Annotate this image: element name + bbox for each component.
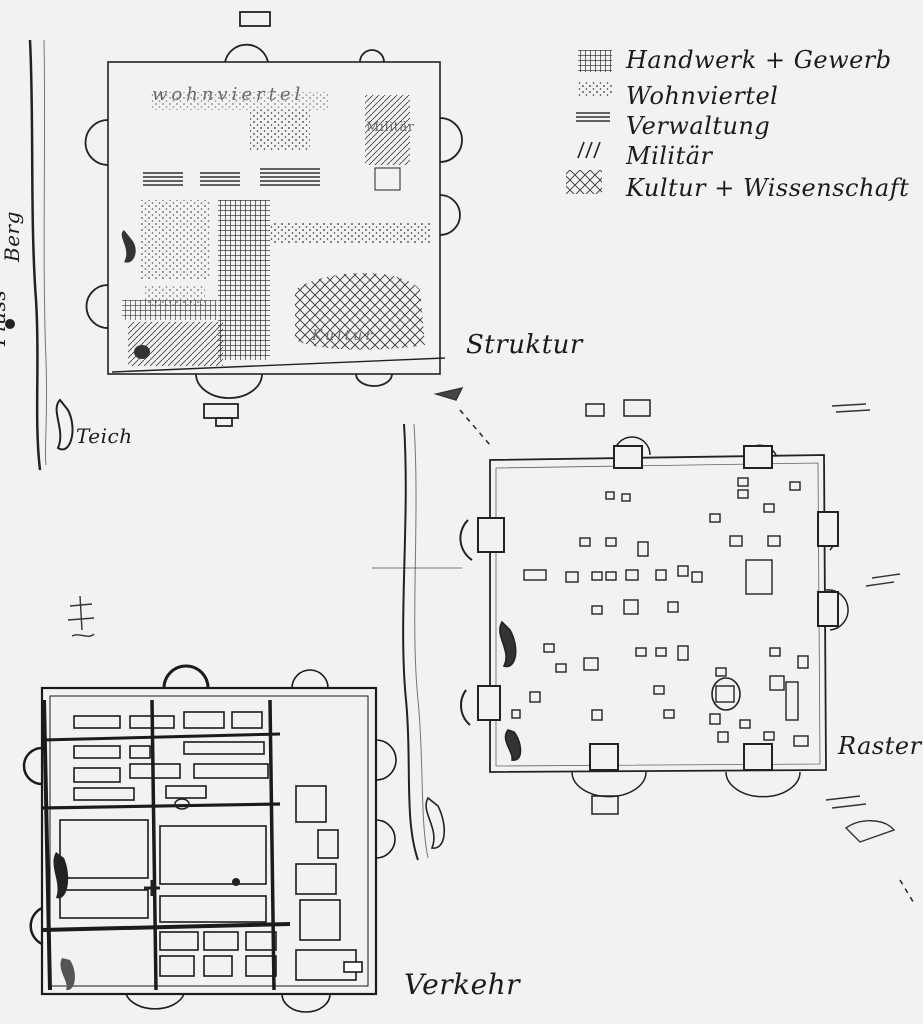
traffic-ponds [53, 798, 240, 991]
title-structure: Struktur [466, 330, 583, 360]
raster-plan [372, 399, 916, 906]
zones [5, 92, 430, 451]
small-glyph-sketch [67, 595, 95, 637]
title-traffic: Verkehr [404, 968, 521, 1001]
title-grid: Raster [838, 732, 922, 760]
edge-marks [433, 386, 901, 843]
legend-label-residential: Wohnviertel [626, 82, 779, 110]
legend-label-military: Militär [626, 142, 713, 170]
zone-label-military: Militär [366, 120, 415, 135]
raster-buildings [477, 445, 839, 771]
legend-label-administration: Verwaltung [626, 112, 771, 140]
zone-label-culture: Kultur [312, 328, 375, 344]
river-label-2: Berg [0, 211, 24, 262]
legend-label-crafts: Handwerk + Gewerb [626, 46, 892, 74]
river-line [28, 39, 42, 471]
traffic-plan [22, 664, 397, 1013]
river-label: Fluss [0, 289, 10, 346]
pond-label: Teich [76, 424, 133, 448]
zone-label-residential: wohnviertel [152, 84, 305, 105]
city-wall-1 [107, 61, 441, 375]
legend-label-culture: Kultur + Wissenschaft [626, 174, 910, 202]
legend-symbols [566, 50, 612, 194]
raster-ponds [425, 620, 741, 849]
zoning-plan [28, 11, 463, 471]
